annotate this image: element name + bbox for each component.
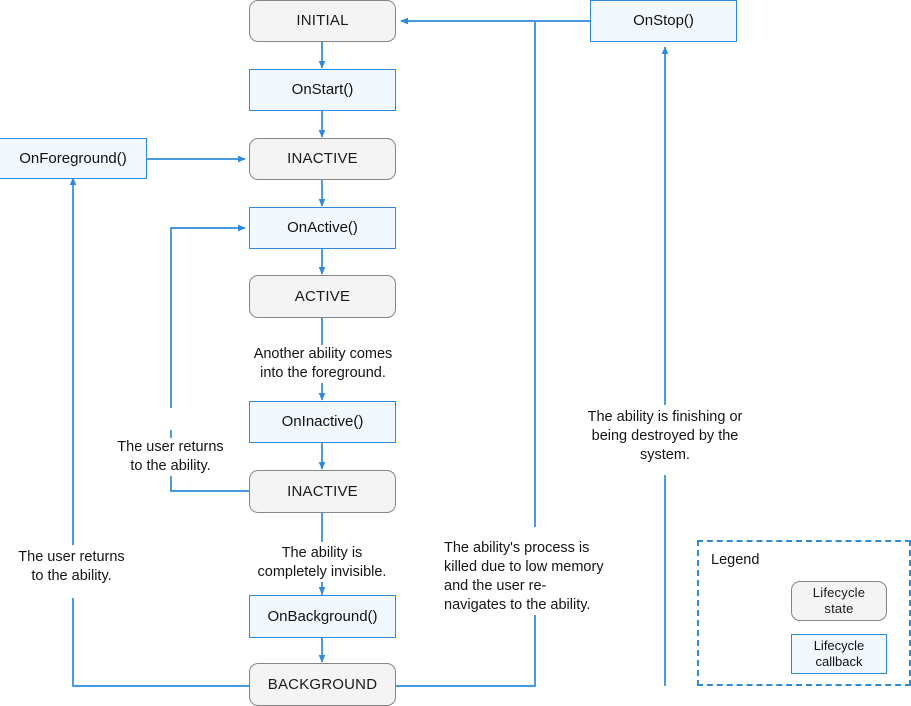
callback-oninactive[interactable]: OnInactive()	[249, 401, 396, 443]
callback-onactive[interactable]: OnActive()	[249, 207, 396, 249]
state-initial[interactable]: INITIAL	[249, 0, 396, 42]
callback-onstop[interactable]: OnStop()	[590, 0, 737, 42]
state-background-label: BACKGROUND	[267, 675, 378, 693]
wire-returns-mid-b	[170, 224, 246, 408]
legend-title: Legend	[711, 552, 760, 568]
callback-onstop-label: OnStop()	[633, 12, 694, 29]
callback-onstart[interactable]: OnStart()	[249, 69, 396, 111]
callback-onforeground-label: OnForeground()	[19, 149, 127, 167]
state-active[interactable]: ACTIVE	[249, 275, 396, 318]
state-inactive-top-label: INACTIVE	[287, 150, 358, 167]
state-active-label: ACTIVE	[294, 287, 351, 305]
state-inactive-top[interactable]: INACTIVE	[249, 138, 396, 180]
state-inactive-bottom[interactable]: INACTIVE	[249, 470, 396, 513]
wire-killed-b	[400, 17, 536, 527]
callback-onactive-label: OnActive()	[287, 219, 358, 236]
state-background[interactable]: BACKGROUND	[249, 663, 396, 706]
state-initial-label: INITIAL	[296, 12, 349, 29]
callback-onbackground-label: OnBackground()	[267, 607, 378, 625]
callback-oninactive-label: OnInactive()	[281, 413, 364, 430]
state-inactive-bottom-label: INACTIVE	[287, 482, 358, 500]
callback-onforeground[interactable]: OnForeground()	[0, 138, 147, 179]
wire-returns-left-a	[72, 598, 249, 687]
callback-onbackground[interactable]: OnBackground()	[249, 595, 396, 638]
callback-onstart-label: OnStart()	[291, 81, 354, 98]
